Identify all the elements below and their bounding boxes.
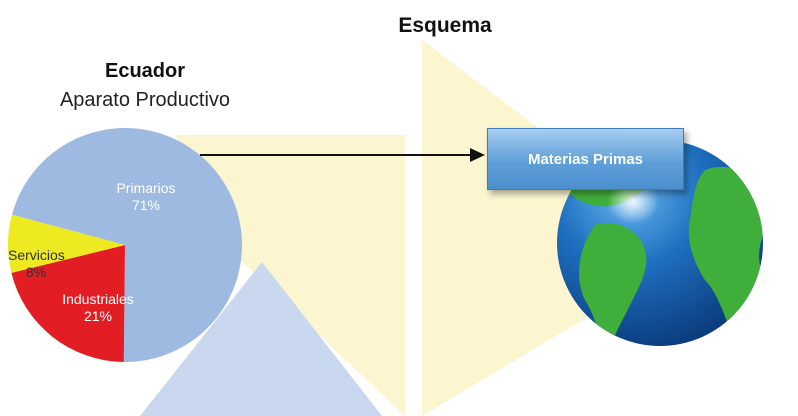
slice-percent: 71%	[131, 197, 161, 213]
pie-slice-servicios	[7, 214, 125, 273]
pie-slice-industriales	[11, 245, 125, 362]
slice-name: Industriales	[62, 291, 134, 307]
materias-primas-box: Materias Primas	[487, 128, 684, 190]
slice-name: Servicios	[8, 247, 65, 263]
slice-percent: 21%	[83, 308, 113, 324]
continent-africa	[688, 166, 763, 330]
materias-primas-label: Materias Primas	[527, 150, 644, 168]
pie-chart	[7, 128, 242, 362]
slice-percent: 8%	[25, 264, 47, 280]
slice-label-industriales: Industriales 21%	[48, 291, 148, 325]
pie-slice-primarios	[11, 128, 242, 362]
slice-name: Primarios	[116, 180, 176, 196]
pie-subtitle: Aparato Productivo	[59, 89, 231, 111]
flow-arrow	[200, 148, 485, 162]
continent-south-america	[579, 223, 647, 346]
slice-label-primarios: Primarios 71%	[96, 180, 196, 214]
diagram-title: Esquema	[398, 14, 492, 37]
pie-country-title: Ecuador	[104, 60, 186, 82]
slice-label-servicios: Servicios 8%	[8, 247, 65, 281]
blue-triangle	[140, 262, 382, 416]
